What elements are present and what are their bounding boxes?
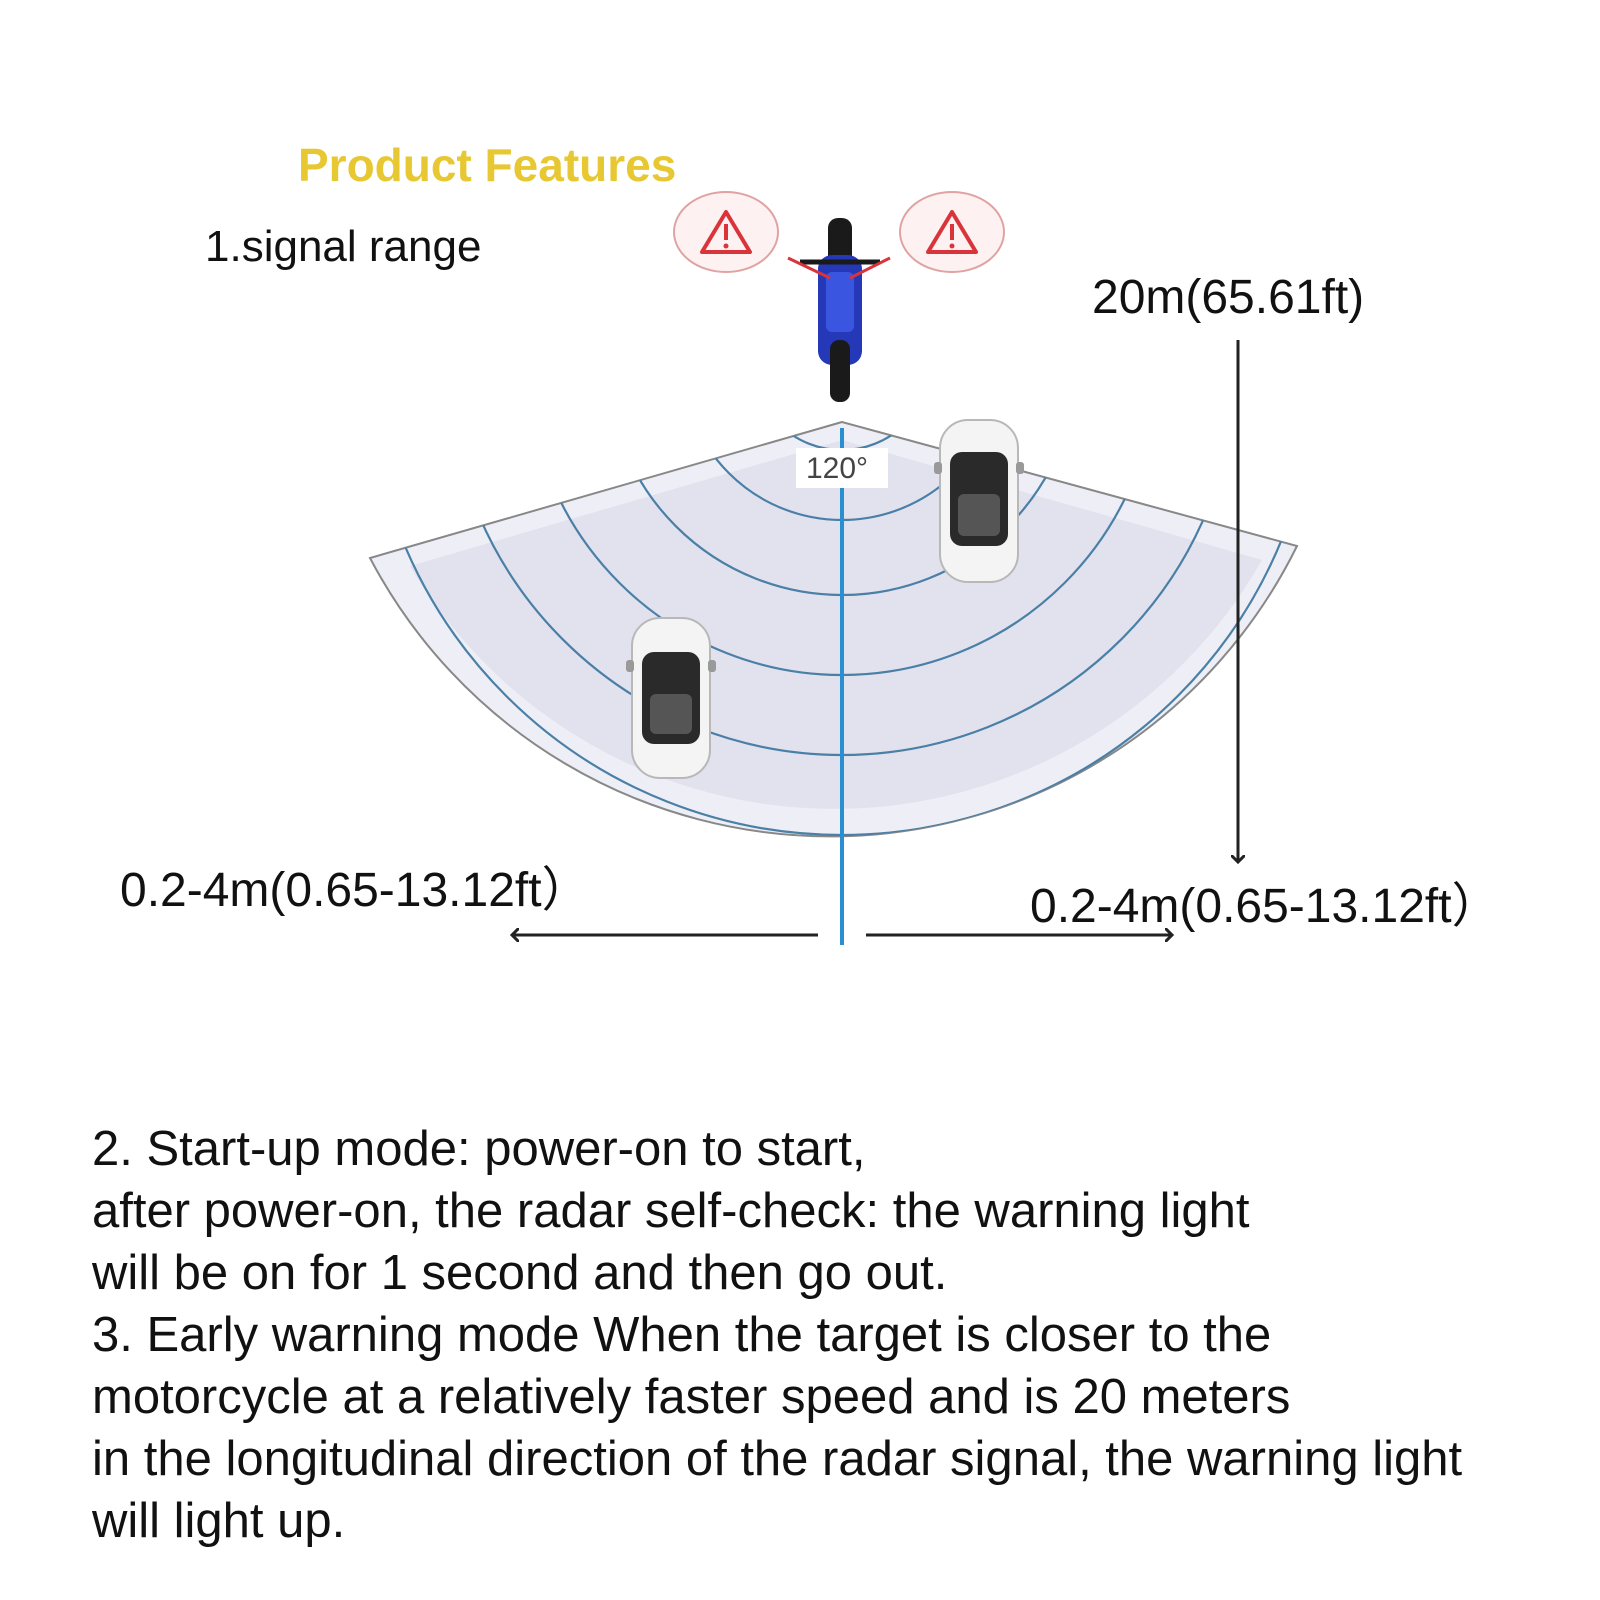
description-line: will light up. <box>92 1494 346 1548</box>
side-range-label-right: 0.2-4m(0.65-13.12ft） <box>1030 880 1500 933</box>
description-line: 2. Start-up mode: power-on to start, <box>92 1122 866 1176</box>
description-text: 2. Start-up mode: power-on to start, aft… <box>92 1118 1462 1552</box>
section-signal-range: 1.signal range <box>205 222 482 271</box>
description-line: 3. Early warning mode When the target is… <box>92 1308 1272 1362</box>
warning-triangle-icon <box>673 191 779 273</box>
radar-sector-inner <box>410 440 1262 809</box>
long-range-label: 20m(65.61ft) <box>1092 271 1365 324</box>
warning-triangle-icon <box>899 191 1005 273</box>
description-line: motorcycle at a relatively faster speed … <box>92 1370 1291 1424</box>
angle-label-bg <box>796 448 888 488</box>
warning-arrow-left <box>787 256 831 280</box>
car-icon <box>626 617 716 779</box>
warning-arrow-right <box>849 256 891 280</box>
description-line: in the longitudinal direction of the rad… <box>92 1432 1463 1486</box>
side-range-label-left: 0.2-4m(0.65-13.12ft） <box>120 864 590 917</box>
motorcycle-icon <box>800 218 880 402</box>
page-title: Product Features <box>298 139 677 191</box>
description-line: after power-on, the radar self-check: th… <box>92 1184 1250 1238</box>
description-line: will be on for 1 second and then go out. <box>92 1246 948 1300</box>
angle-label: 120° <box>806 452 869 485</box>
car-icon <box>934 419 1024 583</box>
